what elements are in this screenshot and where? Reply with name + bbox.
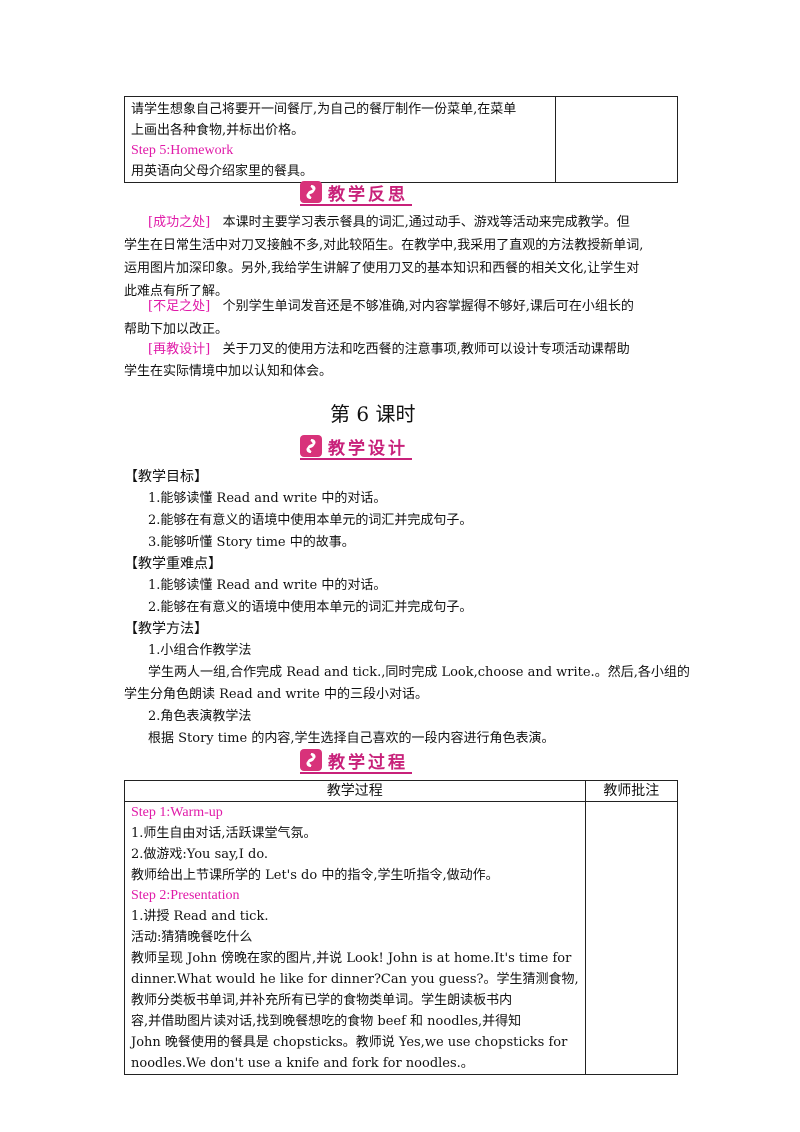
lesson-title: 第 6 课时	[330, 402, 416, 426]
reflection-banner: 教学反思	[300, 178, 412, 206]
goal-3: 3.能够听懂 Story time 中的故事。	[148, 535, 355, 550]
step1-label: Step 1:Warm-up	[131, 805, 223, 820]
shortfall-line-1: [不足之处] 个别学生单词发音还是不够准确,对内容掌握得不够好,课后可在小组长的	[148, 299, 634, 314]
step2-label: Step 2:Presentation	[131, 888, 240, 903]
col-header-notes: 教师批注	[584, 780, 679, 802]
success-tag: [成功之处]	[148, 215, 211, 230]
step2-line-3: 教师呈现 John 傍晚在家的图片,并说 Look! John is at ho…	[131, 951, 572, 966]
step1-line-3: 教师给出上节课所学的 Let's do 中的指令,学生听指令,做动作。	[131, 868, 499, 883]
step1-line-2: 2.做游戏:You say,I do.	[131, 847, 269, 862]
success-line-1: [成功之处] 本课时主要学习表示餐具的词汇,通过动手、游戏等活动来完成教学。但	[148, 215, 630, 230]
top-line-2: 上画出各种食物,并标出价格。	[131, 123, 305, 138]
step2-line-6: 容,并借助图片读对话,找到晚餐想吃的食物 beef 和 noodles,并得知	[131, 1014, 522, 1029]
step2-line-8: noodles.We don't use a knife and fork fo…	[131, 1056, 474, 1071]
step5-label: Step 5:Homework	[131, 143, 234, 158]
method2-title: 2.角色表演教学法	[148, 709, 252, 724]
shortfall-line-2: 帮助下加以改正。	[124, 322, 229, 337]
goal-1: 1.能够读懂 Read and write 中的对话。	[148, 491, 387, 506]
key-heading: 【教学重难点】	[124, 556, 222, 572]
process-notes-cell	[584, 801, 679, 1075]
reflection-banner-title: 教学反思	[328, 184, 408, 205]
success-line-3: 运用图片加深印象。另外,我给学生讲解了使用刀叉的基本知识和西餐的相关文化,让学生…	[124, 261, 640, 276]
process-banner-title: 教学过程	[328, 752, 408, 773]
process-table: 教学过程 教师批注 Step 1:Warm-up 1.师生自由对话,活跃课堂气氛…	[124, 780, 679, 1075]
key-point-2: 2.能够在有意义的语境中使用本单元的词汇并完成句子。	[148, 600, 473, 615]
step5-text: 用英语向父母介绍家里的餐具。	[131, 164, 314, 179]
design-banner-title: 教学设计	[328, 438, 408, 459]
banner-underline	[300, 204, 412, 206]
design-banner: 教学设计	[300, 432, 412, 460]
method1-title: 1.小组合作教学法	[148, 643, 252, 658]
step2-line-7: John 晚餐使用的餐具是 chopsticks。教师说 Yes,we use …	[131, 1035, 568, 1050]
top-plan-cell: 请学生想象自己将要开一间餐厅,为自己的餐厅制作一份菜单,在菜单 上画出各种食物,…	[124, 96, 556, 183]
step2-line-4: dinner.What would he like for dinner?Can…	[131, 972, 579, 987]
step1-line-1: 1.师生自由对话,活跃课堂气氛。	[131, 826, 317, 841]
method1-line-1: 学生两人一组,合作完成 Read and tick.,同时完成 Look,cho…	[148, 665, 690, 680]
swirl-logo-icon	[300, 435, 322, 457]
goals-heading: 【教学目标】	[124, 469, 208, 485]
success-line-4: 此难点有所了解。	[124, 284, 229, 299]
step2-line-1: 1.讲授 Read and tick.	[131, 909, 269, 924]
banner-underline	[300, 458, 412, 460]
top-line-1: 请学生想象自己将要开一间餐厅,为自己的餐厅制作一份菜单,在菜单	[131, 102, 517, 117]
top-plan-table: 请学生想象自己将要开一间餐厅,为自己的餐厅制作一份菜单,在菜单 上画出各种食物,…	[124, 96, 679, 183]
swirl-logo-icon	[300, 181, 322, 203]
top-notes-cell	[554, 96, 679, 183]
key-point-1: 1.能够读懂 Read and write 中的对话。	[148, 578, 387, 593]
process-banner: 教学过程	[300, 746, 412, 774]
step2-line-5: 教师分类板书单词,并补充所有已学的食物类单词。学生朗读板书内	[131, 993, 513, 1008]
shortfall-tag: [不足之处]	[148, 299, 211, 314]
method2-line-1: 根据 Story time 的内容,学生选择自己喜欢的一段内容进行角色表演。	[148, 731, 555, 746]
redesign-line-1: [再教设计] 关于刀叉的使用方法和吃西餐的注意事项,教师可以设计专项活动课帮助	[148, 342, 630, 357]
banner-underline	[300, 772, 412, 774]
redesign-line-2: 学生在实际情境中加以认知和体会。	[124, 364, 333, 379]
step2-line-2: 活动:猜猜晚餐吃什么	[131, 930, 253, 945]
col-header-process: 教学过程	[124, 780, 586, 802]
swirl-logo-icon	[300, 749, 322, 771]
success-line-2: 学生在日常生活中对刀叉接触不多,对此较陌生。在教学中,我采用了直观的方法教授新单…	[124, 238, 644, 253]
process-cell: Step 1:Warm-up 1.师生自由对话,活跃课堂气氛。 2.做游戏:Yo…	[124, 801, 586, 1075]
goal-2: 2.能够在有意义的语境中使用本单元的词汇并完成句子。	[148, 513, 473, 528]
redesign-tag: [再教设计]	[148, 342, 211, 357]
method1-line-2: 学生分角色朗读 Read and write 中的三段小对话。	[124, 687, 428, 702]
methods-heading: 【教学方法】	[124, 621, 208, 637]
